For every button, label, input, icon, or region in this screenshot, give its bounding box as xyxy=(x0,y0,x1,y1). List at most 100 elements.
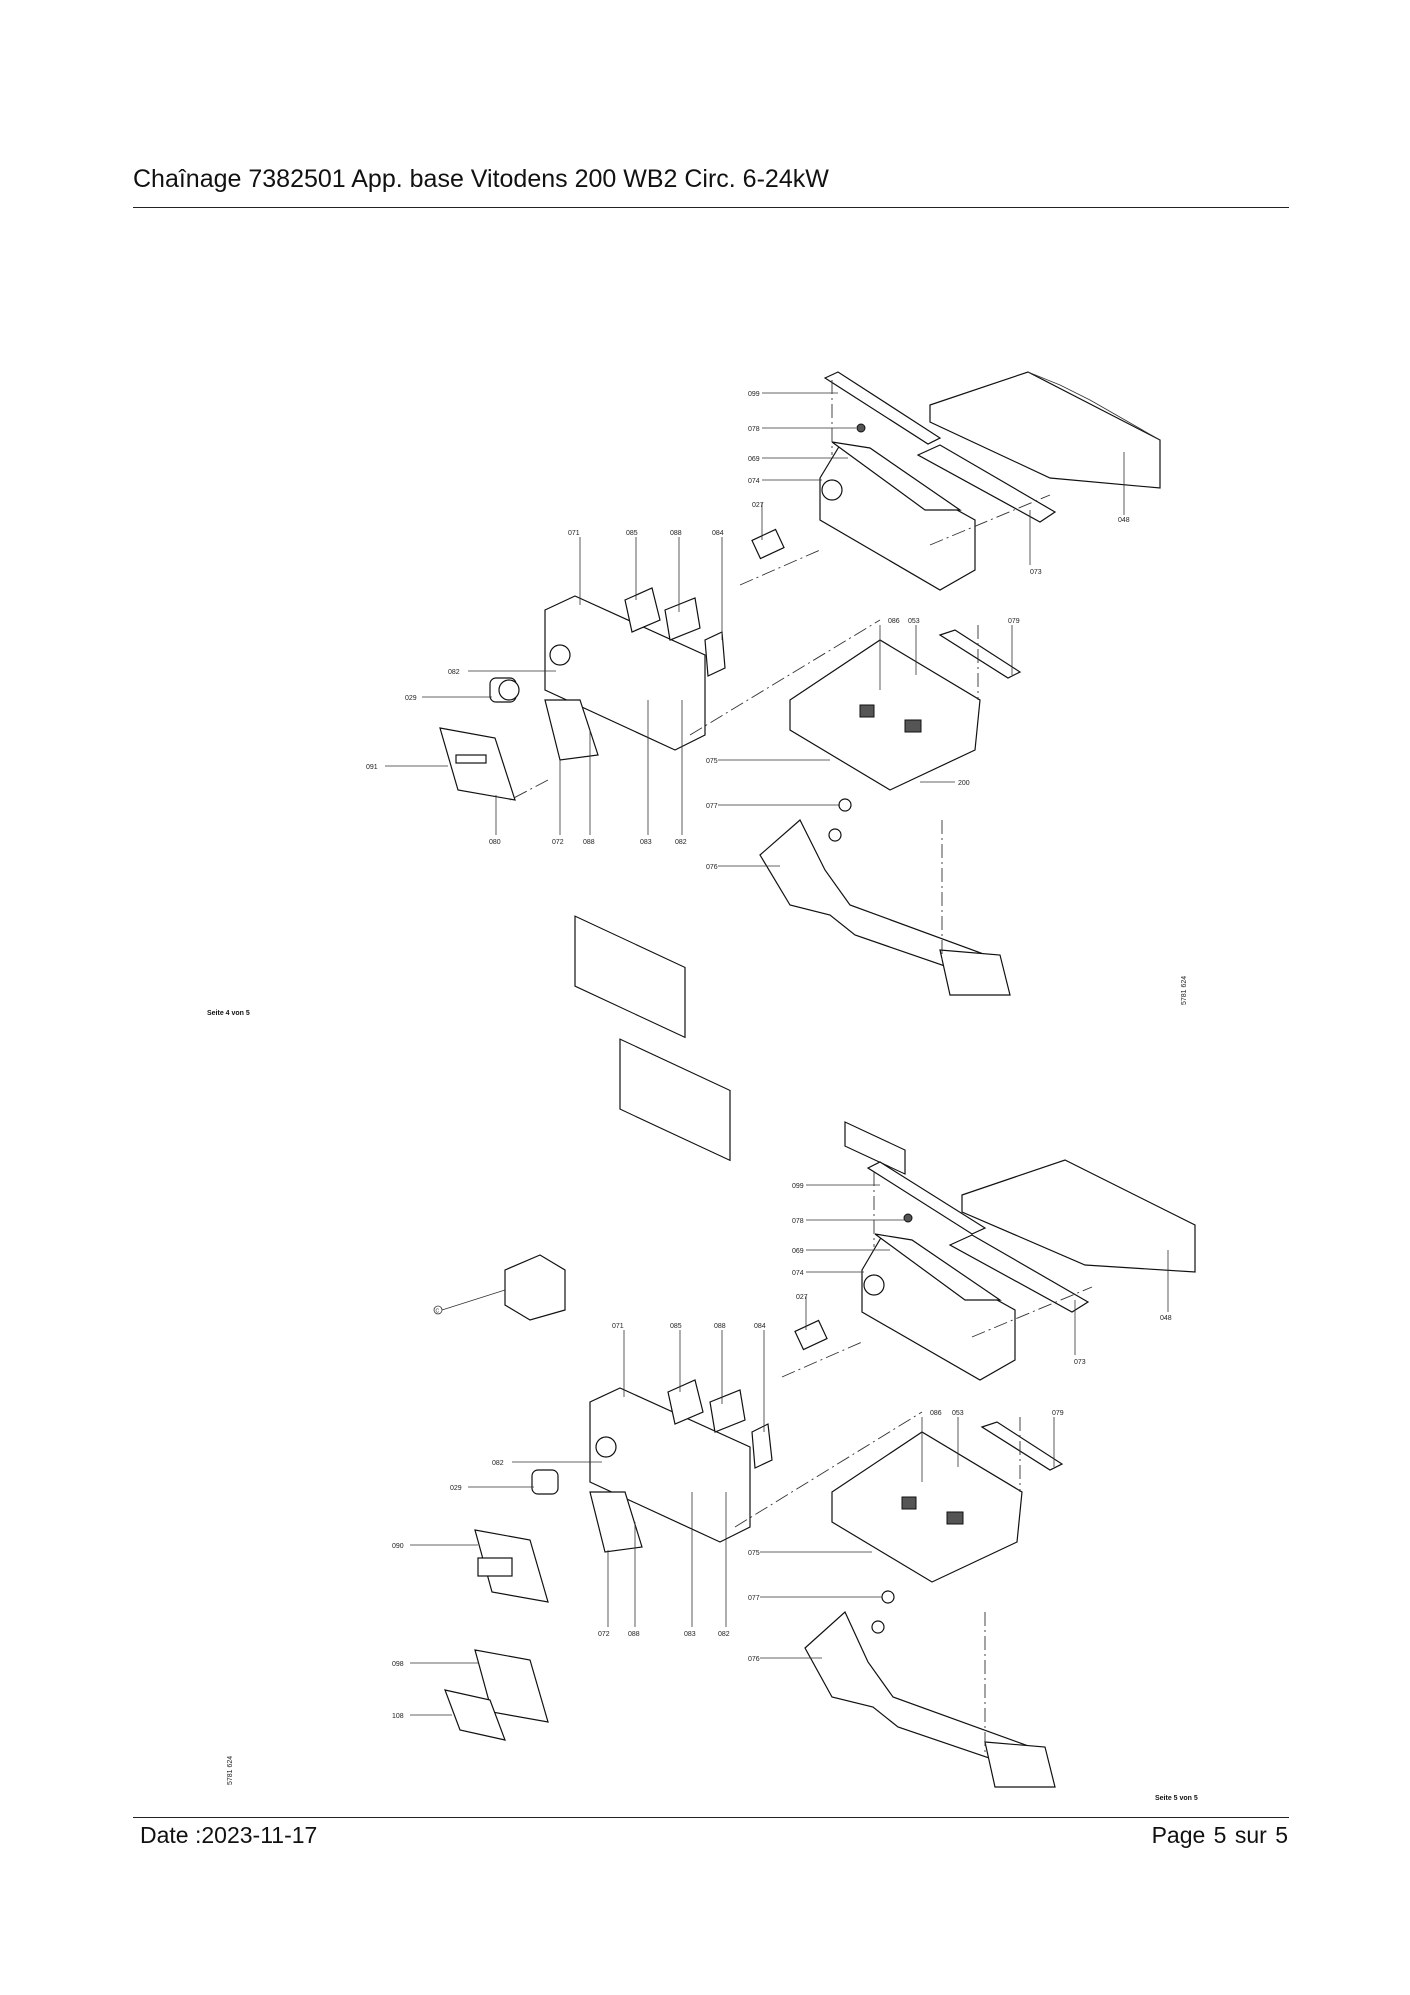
knob-027 xyxy=(821,479,843,501)
page-title: Chaînage 7382501 App. base Vitodens 200 … xyxy=(133,165,829,193)
label-053b: 053 xyxy=(952,1410,964,1417)
label-027b: 027 xyxy=(796,1294,808,1301)
label-085b: 085 xyxy=(670,1323,682,1330)
label-083b: 083 xyxy=(684,1631,696,1638)
label-082b: 082 xyxy=(675,839,687,846)
label-071: 071 xyxy=(568,530,580,537)
housing-part-071b xyxy=(589,1387,751,1543)
plate-part-073b xyxy=(948,1234,1090,1313)
connector-088b xyxy=(709,1389,746,1433)
cover-part-048b xyxy=(961,1159,1196,1273)
label-088d: 088 xyxy=(628,1631,640,1638)
connector-084b xyxy=(751,1423,773,1469)
label-072: 072 xyxy=(552,839,564,846)
label-076b: 076 xyxy=(748,1656,760,1663)
label-099: 099 xyxy=(748,391,760,398)
label-075b: 075 xyxy=(748,1550,760,1557)
seite-note-top: Seite 4 von 5 xyxy=(207,1010,250,1017)
label-074: 074 xyxy=(748,478,760,485)
footer-divider xyxy=(133,1817,1289,1818)
diagram-top: 099 078 069 074 027 071 085 088 084 073 … xyxy=(207,371,1188,1175)
label-086b: 086 xyxy=(930,1410,942,1417)
knob-029b xyxy=(531,1469,559,1495)
label-027: 027 xyxy=(752,502,764,509)
label-073: 073 xyxy=(1030,569,1042,576)
housing-part-071 xyxy=(544,595,706,751)
bracket-072b xyxy=(589,1491,643,1553)
label-073b: 073 xyxy=(1074,1359,1086,1366)
drawing-number-bottom: 5781 624 xyxy=(227,1756,234,1785)
board-part-069b xyxy=(874,1233,1002,1301)
label-082d: 082 xyxy=(718,1631,730,1638)
label-048b: 048 xyxy=(1160,1315,1172,1322)
footer-page-number: Page 5 sur 5 xyxy=(1151,1822,1288,1848)
label-076: 076 xyxy=(706,864,718,871)
label-071b: 071 xyxy=(612,1323,624,1330)
connector-084 xyxy=(704,631,726,677)
bracket-079 xyxy=(938,629,1022,679)
label-084b: 084 xyxy=(754,1323,766,1330)
connector-085 xyxy=(624,587,661,633)
relay-part-c xyxy=(504,1254,566,1321)
label-077: 077 xyxy=(706,803,718,810)
callout-c-label: C xyxy=(436,1309,440,1315)
label-075: 075 xyxy=(706,758,718,765)
label-084: 084 xyxy=(712,530,724,537)
label-090: 090 xyxy=(392,1543,404,1550)
knob-027b xyxy=(794,1319,828,1351)
knob-cap-027 xyxy=(751,528,785,560)
bracket-072 xyxy=(544,699,599,761)
label-069: 069 xyxy=(748,456,760,463)
label-088: 088 xyxy=(670,530,682,537)
label-086: 086 xyxy=(888,618,900,625)
label-069b: 069 xyxy=(792,1248,804,1255)
label-048: 048 xyxy=(1118,517,1130,524)
label-088b: 088 xyxy=(583,839,595,846)
drawing-number-top: 5781 624 xyxy=(1181,976,1188,1005)
label-053: 053 xyxy=(908,618,920,625)
board-part-086b xyxy=(831,1431,1023,1583)
connector-088 xyxy=(664,597,701,641)
label-082: 082 xyxy=(448,669,460,676)
label-091: 091 xyxy=(366,764,378,771)
rail-part-099b xyxy=(866,1161,987,1235)
screw-078b xyxy=(903,1213,913,1223)
label-029b: 029 xyxy=(450,1485,462,1492)
label-083: 083 xyxy=(640,839,652,846)
housing-dial xyxy=(549,644,571,666)
label-088c: 088 xyxy=(714,1323,726,1330)
label-200: 200 xyxy=(958,780,970,787)
label-078b: 078 xyxy=(792,1218,804,1225)
label-079: 079 xyxy=(1008,618,1020,625)
header-divider xyxy=(133,207,1289,208)
module-091 xyxy=(439,727,516,801)
housing-window xyxy=(574,915,686,1039)
label-082c: 082 xyxy=(492,1460,504,1467)
connector-085b xyxy=(667,1379,704,1425)
seite-note-bottom: Seite 5 von 5 xyxy=(1155,1795,1198,1802)
board-part-086 xyxy=(789,639,981,791)
bracket-079b xyxy=(980,1421,1064,1471)
insert-108 xyxy=(444,1689,506,1741)
label-074b: 074 xyxy=(792,1270,804,1277)
label-072b: 072 xyxy=(598,1631,610,1638)
label-078: 078 xyxy=(748,426,760,433)
label-079b: 079 xyxy=(1052,1410,1064,1417)
footer-date: Date :2023-11-17 xyxy=(140,1822,318,1848)
label-080: 080 xyxy=(489,839,501,846)
module-098 xyxy=(474,1649,549,1723)
clip-077b xyxy=(881,1590,895,1604)
label-099b: 099 xyxy=(792,1183,804,1190)
label-085: 085 xyxy=(626,530,638,537)
label-029: 029 xyxy=(405,695,417,702)
screw-078 xyxy=(856,423,866,433)
label-077b: 077 xyxy=(748,1595,760,1602)
label-108: 108 xyxy=(392,1713,404,1720)
clip-077 xyxy=(838,798,852,812)
plate-part-073 xyxy=(916,444,1057,523)
diagram-bottom: 099 078 069 074 027 048 073 071 085 088 … xyxy=(227,1038,1198,1802)
rail-part-099 xyxy=(823,371,942,445)
board-part-069 xyxy=(831,441,962,511)
label-098: 098 xyxy=(392,1661,404,1668)
